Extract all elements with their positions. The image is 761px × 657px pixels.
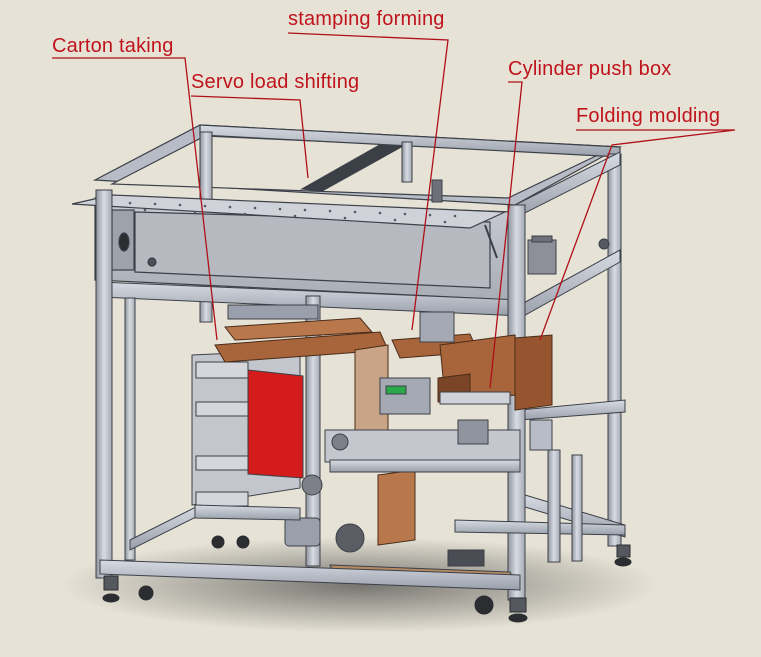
label-carton-taking: Carton taking bbox=[52, 35, 174, 57]
bottom-frame bbox=[99, 449, 626, 591]
carton-magazine bbox=[191, 349, 304, 507]
mechanism bbox=[227, 304, 553, 583]
floor-shadow bbox=[60, 537, 660, 633]
leader-folding-molding bbox=[539, 129, 736, 341]
leader-servo-load-shifting bbox=[190, 95, 309, 179]
leader-cylinder-push-box bbox=[489, 81, 523, 389]
servo-motor bbox=[431, 179, 610, 275]
label-stamping-forming: stamping forming bbox=[288, 8, 445, 30]
leader-carton-taking bbox=[52, 57, 218, 341]
leader-lines bbox=[52, 32, 736, 389]
label-cylinder-push-box: Cylinder push box bbox=[508, 58, 672, 80]
label-servo-load-shifting: Servo load shifting bbox=[191, 71, 360, 93]
label-folding-molding: Folding molding bbox=[576, 105, 721, 127]
leader-stamping-forming bbox=[287, 32, 449, 331]
top-frame bbox=[92, 124, 623, 206]
feet bbox=[102, 535, 632, 623]
cartons bbox=[214, 317, 553, 546]
